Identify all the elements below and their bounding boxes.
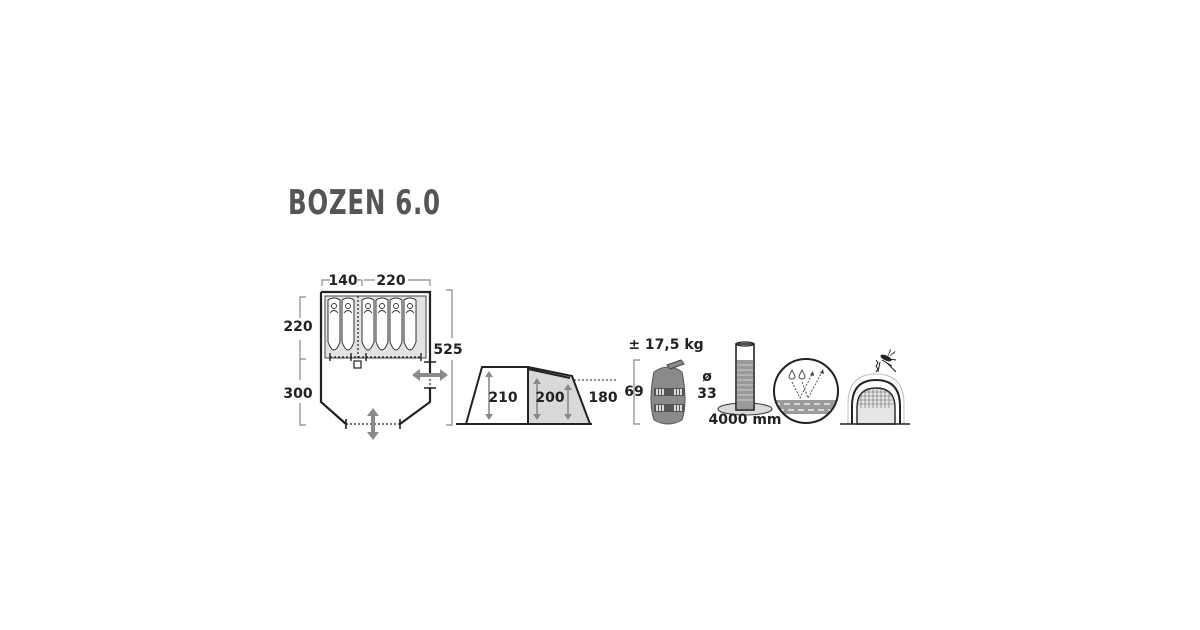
pack-diameter: 33	[697, 386, 716, 402]
height-front: 210	[488, 390, 517, 406]
diameter-symbol: ø	[702, 369, 712, 385]
product-title: BOZEN 6.0	[288, 183, 441, 223]
floor-plan-diagram: 140 220 220 300 525	[283, 273, 463, 440]
pack-weight: ± 17,5 kg	[628, 337, 703, 353]
water-column-value: 4000 mm	[708, 412, 781, 428]
pack-length: 69	[624, 384, 643, 400]
side-profile-diagram: 210 200 180	[456, 366, 618, 425]
breathable-fabric-icon	[773, 358, 839, 424]
dim-total-length: 525	[433, 342, 462, 358]
pack-bag-icon: ± 17,5 kg 69 ø 33	[624, 337, 717, 425]
dim-width-right: 220	[376, 273, 405, 289]
dim-depth-vestibule: 300	[283, 386, 312, 402]
dim-depth-cabins: 220	[283, 319, 312, 335]
height-middle: 200	[535, 390, 564, 406]
mosquito-net-icon	[840, 349, 910, 425]
height-rear: 180	[588, 390, 617, 406]
dim-width-left: 140	[328, 273, 357, 289]
water-column-icon: 4000 mm	[708, 341, 782, 428]
